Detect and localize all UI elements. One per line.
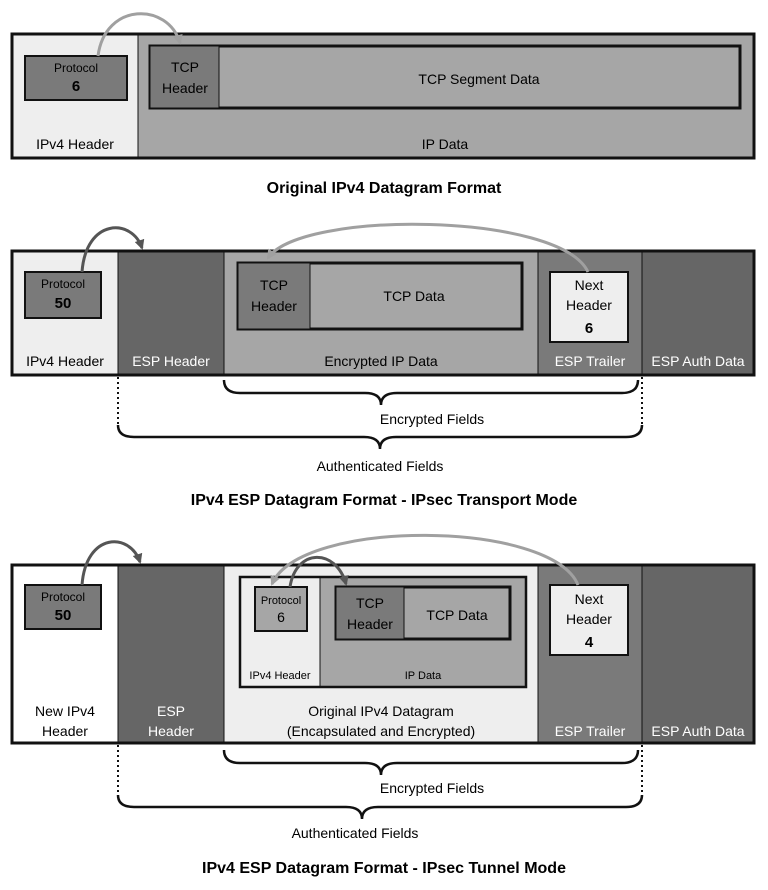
tcp-header-label: TCP bbox=[171, 59, 199, 75]
original-datagram-label: (Encapsulated and Encrypted) bbox=[287, 723, 475, 739]
protocol-box bbox=[24, 55, 128, 101]
protocol-arrow bbox=[80, 540, 143, 586]
esp-auth-data-label: ESP Auth Data bbox=[651, 353, 744, 369]
encrypted-ip-data-label: Encrypted IP Data bbox=[324, 353, 438, 369]
tcp-header-label: TCP bbox=[356, 595, 384, 611]
datagram-outline bbox=[10, 249, 756, 377]
esp-auth-data-label: ESP Auth Data bbox=[651, 723, 744, 739]
esp-auth-data-field bbox=[642, 565, 754, 743]
protocol-box bbox=[24, 584, 102, 630]
diagram-caption: IPv4 ESP Datagram Format - IPsec Transpo… bbox=[191, 492, 578, 509]
authenticated-fields-brace bbox=[116, 424, 644, 450]
esp-header-field bbox=[118, 251, 224, 375]
protocol-arrow bbox=[96, 12, 183, 57]
next-header-box bbox=[549, 271, 629, 343]
datagram-outline bbox=[10, 32, 756, 160]
next-header-box bbox=[549, 584, 629, 656]
inner-protocol-box bbox=[254, 586, 308, 632]
authenticated-fields-label: Authenticated Fields bbox=[317, 458, 444, 474]
protocol-arrow bbox=[80, 226, 145, 273]
next-header-label: Next bbox=[575, 277, 604, 293]
diagram-caption: Original IPv4 Datagram Format bbox=[267, 180, 502, 197]
esp-header-field bbox=[118, 565, 224, 743]
original-datagram: Protocol 6 TCP Header TCP Segment Data I… bbox=[10, 12, 756, 197]
new-ipv4-header-label: Header bbox=[42, 723, 88, 739]
tcp-header-field bbox=[149, 45, 220, 109]
esp-auth-data-field bbox=[642, 251, 754, 375]
datagram-outline bbox=[10, 563, 756, 745]
next-header-label: Next bbox=[575, 591, 604, 607]
new-ipv4-header-label: New IPv4 bbox=[35, 703, 95, 719]
protocol-label: Protocol bbox=[41, 590, 85, 604]
tcp-header-label: TCP bbox=[260, 277, 288, 293]
protocol-box bbox=[24, 271, 102, 319]
inner-ipv4-header-label: IPv4 Header bbox=[249, 670, 310, 682]
inner-ip-data-label: IP Data bbox=[405, 670, 442, 682]
tcp-header-label: Header bbox=[162, 80, 208, 96]
tcp-data-label: TCP Data bbox=[426, 607, 487, 623]
diagram-caption: IPv4 ESP Datagram Format - IPsec Tunnel … bbox=[202, 860, 566, 877]
encrypted-fields-label: Encrypted Fields bbox=[380, 411, 484, 427]
original-datagram-label: Original IPv4 Datagram bbox=[308, 703, 454, 719]
inner-protocol-label: Protocol bbox=[261, 595, 301, 607]
authenticated-fields-brace bbox=[116, 794, 644, 820]
tcp-header-label: Header bbox=[251, 298, 297, 314]
inner-protocol-arrow bbox=[288, 556, 349, 588]
tcp-header-field bbox=[335, 586, 405, 640]
ip-data-label: IP Data bbox=[422, 136, 469, 152]
ipv4-header-label: IPv4 Header bbox=[36, 136, 114, 152]
tcp-segment-data-label: TCP Segment Data bbox=[418, 71, 539, 87]
tunnel-mode-datagram: Protocol 50 Protocol 6 TCP Header TCP Da… bbox=[10, 533, 756, 877]
esp-header-label: Header bbox=[148, 723, 194, 739]
next-header-arrow bbox=[266, 222, 590, 273]
next-header-label: Header bbox=[566, 297, 612, 313]
encrypted-fields-brace bbox=[222, 749, 640, 776]
encrypted-fields-label: Encrypted Fields bbox=[380, 780, 484, 796]
protocol-label: Protocol bbox=[41, 277, 85, 291]
tcp-data-label: TCP Data bbox=[383, 288, 444, 304]
protocol-value: 6 bbox=[72, 78, 80, 95]
esp-header-label: ESP Header bbox=[132, 353, 210, 369]
authenticated-fields-label: Authenticated Fields bbox=[292, 825, 419, 841]
next-header-value: 6 bbox=[585, 320, 593, 337]
protocol-value: 50 bbox=[55, 295, 72, 312]
transport-mode-datagram: Protocol 50 TCP Header TCP Data Next Hea… bbox=[10, 222, 756, 509]
esp-trailer-label: ESP Trailer bbox=[555, 723, 626, 739]
tcp-header-label: Header bbox=[347, 616, 393, 632]
protocol-value: 50 bbox=[55, 607, 72, 624]
next-header-arrow bbox=[270, 533, 580, 586]
protocol-label: Protocol bbox=[54, 61, 98, 75]
esp-header-label: ESP bbox=[157, 703, 185, 719]
inner-datagram-outline bbox=[238, 575, 528, 689]
ipv4-header-label: IPv4 Header bbox=[26, 353, 104, 369]
tcp-header-field bbox=[237, 262, 311, 330]
next-header-value: 4 bbox=[585, 634, 594, 651]
encrypted-fields-brace bbox=[222, 379, 640, 406]
esp-trailer-label: ESP Trailer bbox=[555, 353, 626, 369]
tcp-segment bbox=[148, 44, 742, 110]
next-header-label: Header bbox=[566, 611, 612, 627]
inner-protocol-value: 6 bbox=[277, 609, 285, 625]
